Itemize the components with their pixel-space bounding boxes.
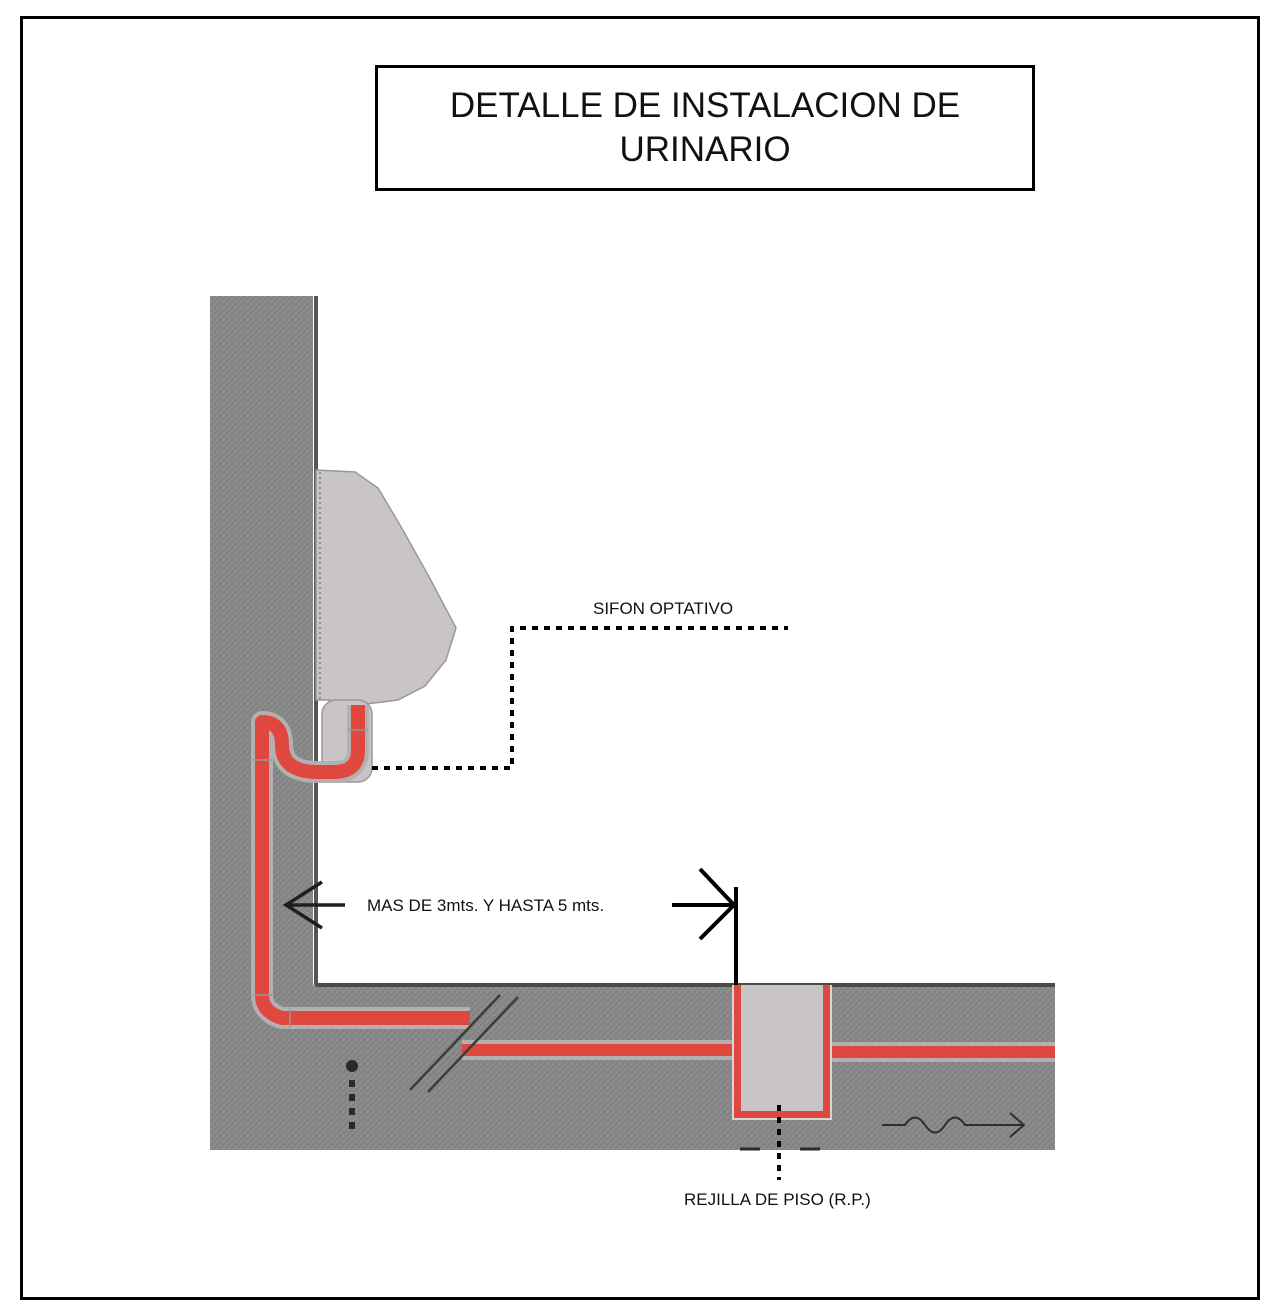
flow-direction-arrow bbox=[882, 1112, 1026, 1138]
drawing-sheet-border bbox=[20, 16, 1260, 1300]
sifon-leader-line bbox=[372, 626, 788, 770]
rejilla-de-piso-label: REJILLA DE PISO (R.P.) bbox=[684, 1190, 871, 1209]
floor-drain-red-lining bbox=[733, 985, 831, 1119]
title-line-2: URINARIO bbox=[619, 130, 791, 169]
title-line-1: DETALLE DE INSTALACION DE bbox=[449, 86, 961, 125]
break-lines bbox=[409, 994, 519, 1093]
distance-dimension-arrow bbox=[672, 867, 738, 985]
sifon-optativo-label: SIFON OPTATIVO bbox=[593, 599, 733, 618]
floor-drain-box bbox=[737, 985, 827, 1115]
title-box: DETALLE DE INSTALACION DE URINARIO bbox=[375, 65, 1035, 191]
distance-label: MAS DE 3mts. Y HASTA 5 mts. bbox=[367, 896, 604, 915]
urinal-fixture bbox=[315, 469, 457, 721]
wall-floor-section bbox=[210, 296, 1055, 1150]
pipe-joints bbox=[252, 729, 368, 1028]
floor-dot-marks bbox=[346, 1060, 820, 1151]
wall-arrow-icon bbox=[282, 880, 345, 930]
floor-drain-outline bbox=[732, 985, 832, 1120]
